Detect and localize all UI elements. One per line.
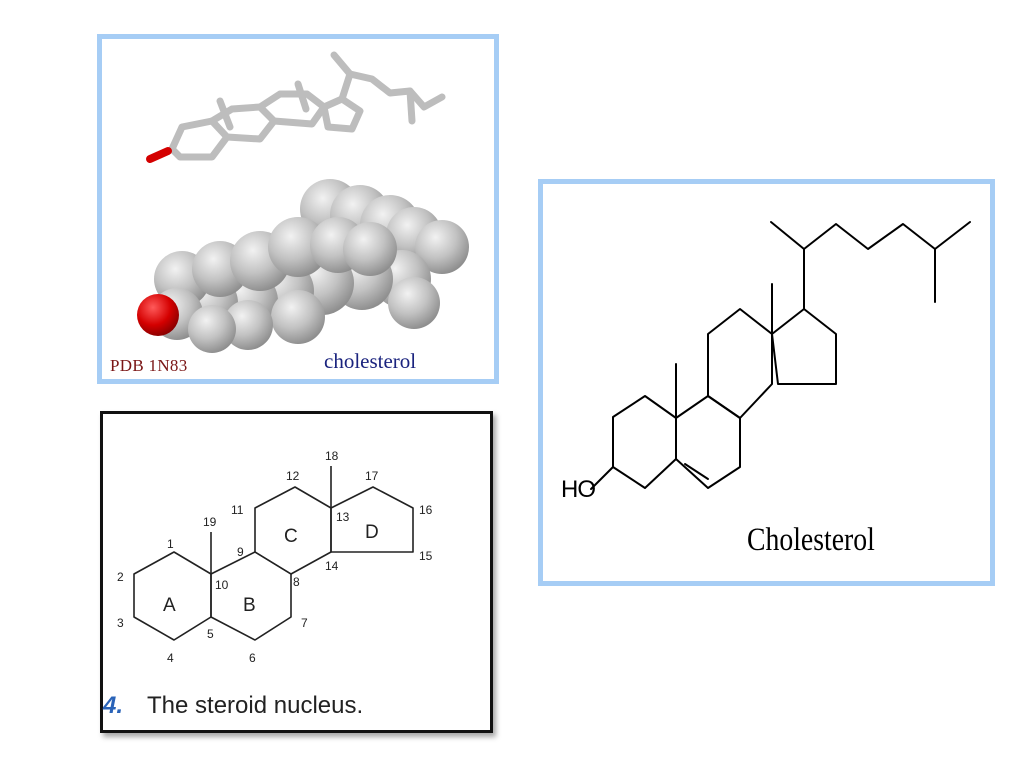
atom-number: 1 <box>167 537 174 551</box>
atom-number: 9 <box>237 545 244 559</box>
atom-number: 14 <box>325 559 339 573</box>
atom-number: 11 <box>231 503 244 517</box>
atom-number: 13 <box>336 510 350 524</box>
atom-number: 17 <box>365 469 379 483</box>
space-filling-model <box>151 179 469 353</box>
atom-number: 7 <box>301 616 308 630</box>
atom-number: 3 <box>117 616 124 630</box>
figure-caption: 4. The steroid nucleus. <box>103 692 363 720</box>
atom-number: 18 <box>325 449 339 463</box>
hydroxyl-label: HO <box>561 476 596 503</box>
ring-label-d: D <box>365 522 379 543</box>
ring-d <box>771 308 837 385</box>
ring-c <box>707 308 773 419</box>
panel-steroid-nucleus: A B C D 1 2 3 4 5 6 7 8 9 10 11 12 13 14… <box>100 411 493 733</box>
oxygen-atom <box>137 294 179 336</box>
molecule-label: cholesterol <box>324 349 417 373</box>
atom-number: 15 <box>419 549 433 563</box>
side-chain <box>803 221 971 310</box>
atom-number: 6 <box>249 651 256 665</box>
atom-number: 12 <box>286 469 300 483</box>
nucleus-ring-d <box>330 486 414 553</box>
structure-name-label: Cholesterol <box>747 522 875 558</box>
panel-3d-model: PDB 1N83 cholesterol <box>97 34 499 384</box>
figure-number: 4. <box>103 692 124 719</box>
atom-number: 4 <box>167 651 174 665</box>
atom-number: 16 <box>419 503 433 517</box>
steroid-nucleus-diagram: A B C D 1 2 3 4 5 6 7 8 9 10 11 12 13 14… <box>117 449 433 665</box>
atom-number: 2 <box>117 570 124 584</box>
ring-label-a: A <box>163 595 176 616</box>
atom-number: 5 <box>207 627 214 641</box>
stick-model <box>168 51 446 161</box>
panel-structural-formula: HO Cholesterol <box>538 179 995 586</box>
ring-label-b: B <box>243 595 256 616</box>
cholesterol-skeletal-formula <box>590 221 971 490</box>
pdb-label: PDB 1N83 <box>110 356 188 375</box>
atom-number: 8 <box>293 575 300 589</box>
ring-b <box>675 395 741 489</box>
atom-number: 10 <box>215 578 229 592</box>
molecule-3d-illustration <box>137 51 469 353</box>
figure-caption-text: The steroid nucleus. <box>147 692 364 719</box>
ring-a <box>612 395 677 489</box>
oxygen-stick <box>146 147 172 163</box>
atom-number: 19 <box>203 515 217 529</box>
ring-label-c: C <box>284 526 298 547</box>
